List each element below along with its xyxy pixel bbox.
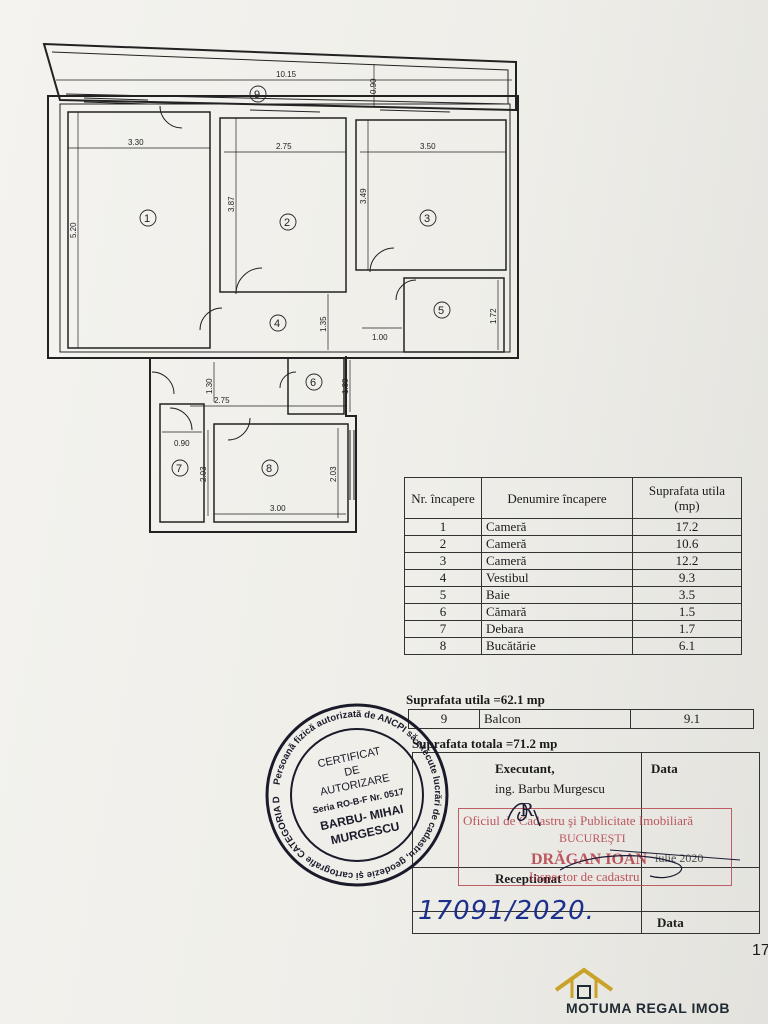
- balcony-name: Balcon: [479, 709, 631, 729]
- room-1-number: 1: [144, 213, 150, 225]
- balcony-outline: [42, 42, 517, 112]
- dim-label: 0.90: [174, 439, 190, 448]
- signature-box: Executant, ing. Barbu Murgescu Data Rece…: [412, 752, 760, 934]
- rooms-table: Nr. încapere Denumire încapere Suprafata…: [404, 477, 742, 655]
- room-4-number: 4: [274, 318, 280, 330]
- room-8-number: 8: [266, 463, 272, 475]
- dim-label: 1.00: [372, 333, 388, 342]
- dim-label: 1.72: [489, 308, 498, 324]
- room-7-outline: [159, 403, 205, 523]
- dim-label: 0.90: [369, 78, 378, 94]
- seal-ring-text: Persoană fizică autorizată de ANCPI să e…: [271, 709, 443, 881]
- dim-label: 2.75: [276, 142, 292, 151]
- dim-label: 3.49: [359, 188, 368, 204]
- room-9-number: 9: [254, 89, 260, 101]
- balcony-row: 9 Balcon 9.1: [408, 709, 754, 729]
- logo-text: MOTUMA REGAL IMOB: [566, 1000, 731, 1016]
- room-5-number: 5: [438, 305, 444, 317]
- dim-label: 3.87: [227, 196, 236, 212]
- room-1-outline: [67, 111, 211, 349]
- dim-label: 2.03: [199, 466, 208, 482]
- floor-plan: 9 1 2 3 4 5 6 7 8 10.15 0.90 3.30 2.75 3…: [42, 42, 519, 533]
- room-3-outline: [355, 119, 507, 271]
- header-nr: Nr. încapere: [404, 477, 482, 519]
- outer-wall: [47, 95, 519, 359]
- balcony-area: 9.1: [630, 709, 754, 729]
- dim-label: 2.75: [214, 396, 230, 405]
- dim-label: 1.30: [205, 378, 214, 394]
- dim-label: 1.35: [319, 316, 328, 332]
- executant-name: ing. Barbu Murgescu: [495, 781, 605, 796]
- header-name: Denumire încapere: [481, 477, 633, 519]
- room-5-outline: [403, 277, 505, 353]
- page-number: 17: [752, 942, 768, 959]
- stamp-line4: Inspector de cadastru: [529, 869, 640, 884]
- dim-label: 3.30: [128, 138, 144, 147]
- stamp-line1: Oficiul de Cadastru şi Publicitate Imobi…: [463, 813, 693, 828]
- header-area: Suprafata utila (mp): [632, 477, 742, 519]
- dim-label: 1.30: [341, 378, 350, 394]
- dim-label: 2.03: [329, 466, 338, 482]
- handwritten-number: 17091/2020.: [418, 896, 595, 926]
- executant-label: Executant,: [495, 761, 555, 776]
- signature-scribble: [507, 803, 741, 879]
- data-label-bottom: Data: [657, 915, 684, 930]
- dim-label: 3.50: [420, 142, 436, 151]
- dim-label: 5.20: [69, 222, 78, 238]
- dim-label: 3.00: [270, 504, 286, 513]
- company-logo: [554, 967, 614, 999]
- data-label: Data: [651, 761, 678, 776]
- seal-text: DE: [343, 764, 360, 779]
- authorization-seal: Persoană fizică autorizată de ANCPI să e…: [265, 703, 449, 887]
- room-6-outline: [287, 357, 345, 415]
- svg-text:Persoană fizică autorizată de: Persoană fizică autorizată de ANCPI să e…: [271, 709, 443, 881]
- room-2-outline: [219, 117, 347, 293]
- room-3-number: 3: [424, 213, 430, 225]
- room-6-number: 6: [310, 377, 316, 389]
- room-7-number: 7: [176, 463, 182, 475]
- room-8-outline: [213, 423, 349, 523]
- dim-label: 10.15: [276, 70, 297, 79]
- receptionat-label: Receptionat: [495, 871, 562, 886]
- stamp-line2: BUCUREŞTI: [559, 831, 626, 845]
- room-2-number: 2: [284, 217, 290, 229]
- handwritten-initials: R: [520, 800, 534, 821]
- suprafata-totala: Suprafata totala =71.2 mp: [412, 736, 558, 751]
- suprafata-utila: Suprafata utila =62.1 mp: [406, 692, 545, 707]
